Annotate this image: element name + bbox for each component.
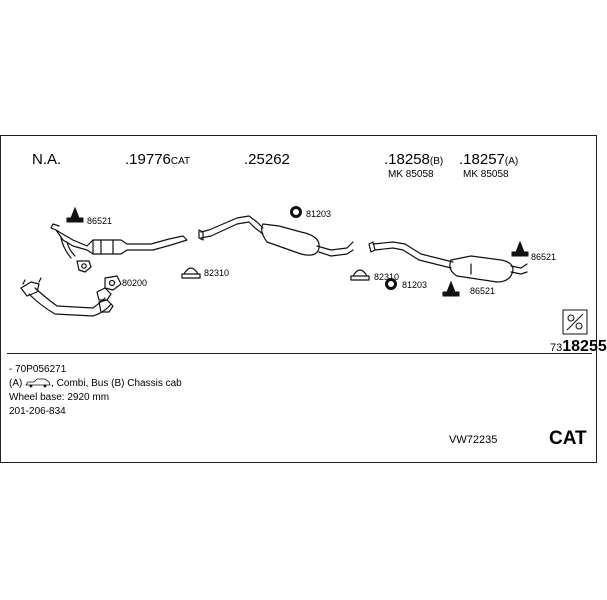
header-part-19776: .19776CAT (125, 151, 190, 169)
reference-symbol-icon (562, 309, 588, 335)
part-number: .18258 (384, 151, 430, 168)
car-icon (25, 378, 51, 388)
label-81203-b: 81203 (402, 280, 428, 290)
part-number: .19776 (125, 151, 171, 168)
part-number: .18257 (459, 151, 505, 168)
info-line-4: 201-206-834 (9, 406, 66, 417)
ring-81203-b (385, 278, 397, 290)
y-downpipe (20, 277, 114, 317)
info-line-1: - 70P056271 (9, 364, 67, 375)
gasket-80200-bottom (104, 275, 122, 291)
header-part-18257: .18257(A) (459, 151, 518, 169)
label-82310-b: 82310 (374, 272, 400, 282)
part-suffix: (A) (504, 156, 519, 167)
exhaust-drawing (20, 206, 588, 335)
reference-prefix: 73 (550, 342, 563, 354)
info-variant-a: (A) (9, 378, 23, 389)
info-variants: , Combi, Bus (B) Chassis cab (51, 378, 182, 389)
ring-81203-a (290, 206, 302, 218)
info-line-3: Wheel base: 2920 mm (9, 392, 110, 403)
part-suffix: (B) (429, 156, 444, 167)
label-86521-c: 86521 (470, 286, 496, 296)
kit-code: VW72235 (449, 434, 498, 446)
part-suffix: CAT (170, 156, 191, 167)
clamp-82310-a (181, 267, 201, 279)
middle-silencer (198, 215, 354, 257)
front-pipe-catalyst (50, 223, 188, 273)
mount-86521-a (66, 206, 84, 223)
header-part-25262: .25262 (244, 151, 290, 168)
reference-main: 18255 (562, 338, 607, 355)
gasket-80200-top (76, 260, 92, 273)
mount-86521-c (442, 280, 460, 297)
label-80200: 80200 (122, 278, 148, 288)
mount-86521-b (511, 240, 529, 257)
header-part-18258: .18258(B) (384, 151, 443, 169)
diagram-frame: N.A. .19776CAT .25262 .18258(B) MK 85058… (0, 135, 607, 463)
label-86521-b: 86521 (531, 252, 557, 262)
header-sub-18257: MK 85058 (463, 169, 509, 180)
header-na: N.A. (32, 151, 62, 168)
label-81203-a: 81203 (306, 209, 332, 219)
cat-label: CAT (549, 428, 587, 449)
info-line-2: (A) , Combi, Bus (B) Chassis cab (9, 378, 182, 389)
section-divider (7, 353, 592, 354)
rear-silencer (368, 241, 528, 283)
header-sub-18258: MK 85058 (388, 169, 434, 180)
reference-number: 7318255 (550, 338, 607, 356)
clamp-82310-b (350, 269, 370, 281)
label-86521-a: 86521 (87, 216, 113, 226)
label-82310-a: 82310 (204, 268, 230, 278)
